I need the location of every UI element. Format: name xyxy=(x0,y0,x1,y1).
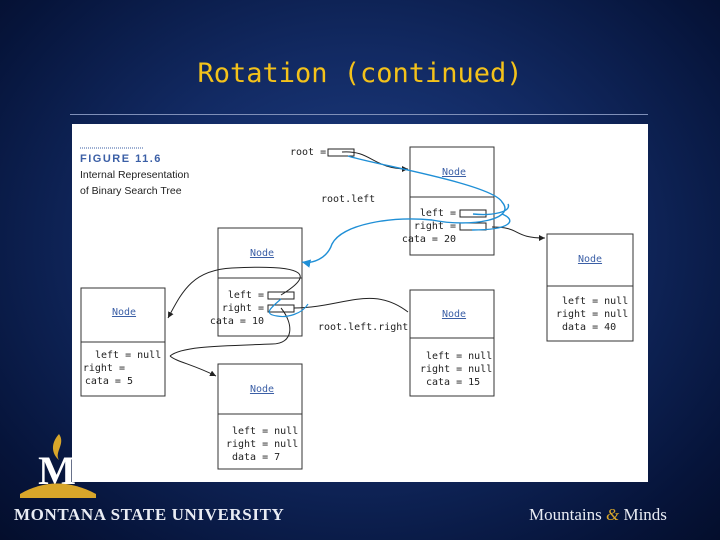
caption-line-1: Internal Representation xyxy=(80,169,189,181)
node-field-left: left = null xyxy=(426,351,492,362)
node-title: Node xyxy=(442,309,466,320)
node-20: Node left = right = cata = 20 xyxy=(402,146,495,256)
blue-arrow-20-loop xyxy=(472,203,510,216)
node-5: Node left = null right = cata = 5 xyxy=(80,287,166,397)
tagline-minds: Minds xyxy=(623,505,667,524)
node-15: Node left = null right = null cata = 15 xyxy=(409,289,495,397)
node-title: Node xyxy=(250,248,274,259)
node-field-right: right = xyxy=(414,221,456,232)
node-title: Node xyxy=(250,384,274,395)
arrow-5-right-to-7-a xyxy=(169,307,291,357)
root-left-right-label: root.left.right xyxy=(318,322,408,333)
blue-arrow-10-loop xyxy=(268,298,309,318)
node-field-data: cata = 5 xyxy=(85,376,133,387)
node-field-left: left = null xyxy=(232,426,298,437)
node-field-data: cata = 20 xyxy=(402,234,456,245)
node-field-data: data = 7 xyxy=(232,452,280,463)
node-field-right: right = null xyxy=(556,309,628,320)
root-left-label: root.left xyxy=(321,194,375,205)
node-field-left: left = xyxy=(228,290,264,301)
arrow-5-right-to-7 xyxy=(169,355,217,377)
node-field-right: right = xyxy=(83,363,125,374)
footer-tagline: Mountains & Minds xyxy=(529,505,667,525)
node-40: Node left = null right = null data = 40 xyxy=(546,233,634,342)
node-title: Node xyxy=(112,307,136,318)
figure-label: FIGURE 11.6 xyxy=(80,153,162,165)
msu-logo: M xyxy=(20,434,96,498)
slide-title: Rotation (continued) xyxy=(197,58,523,89)
node-field-data: data = 40 xyxy=(562,322,616,333)
node-field-data: cata = 15 xyxy=(426,377,480,388)
caption-line-2: of Binary Search Tree xyxy=(80,185,182,197)
tagline-ampersand: & xyxy=(605,505,620,524)
arrow-10-right-to-15 xyxy=(293,298,409,313)
node-field-right: right = xyxy=(222,303,264,314)
bst-diagram: FIGURE 11.6 Internal Representation of B… xyxy=(80,146,634,470)
blue-arrow-20-right xyxy=(471,213,511,231)
node-field-right: right = null xyxy=(420,364,492,375)
node-field-left: left = null xyxy=(562,296,628,307)
arrow-10-left-to-5 xyxy=(167,266,301,319)
node-field-left: left = xyxy=(420,208,456,219)
node-field-data: cata = 10 xyxy=(210,316,264,327)
root-pointer-label: root = xyxy=(290,147,326,158)
node-field-left: left = null xyxy=(95,350,161,361)
node-title: Node xyxy=(578,254,602,265)
arrow-20-right-to-40 xyxy=(491,226,546,241)
title-divider xyxy=(70,114,648,115)
node-field-right: right = null xyxy=(226,439,298,450)
figure-panel: FIGURE 11.6 Internal Representation of B… xyxy=(72,124,648,482)
blue-arrow-root-left xyxy=(301,155,506,268)
node-7: Node left = null right = null data = 7 xyxy=(217,363,303,470)
footer-university: MONTANA STATE UNIVERSITY xyxy=(14,505,285,524)
tagline-mountains: Mountains xyxy=(529,505,602,524)
node-title: Node xyxy=(442,167,466,178)
